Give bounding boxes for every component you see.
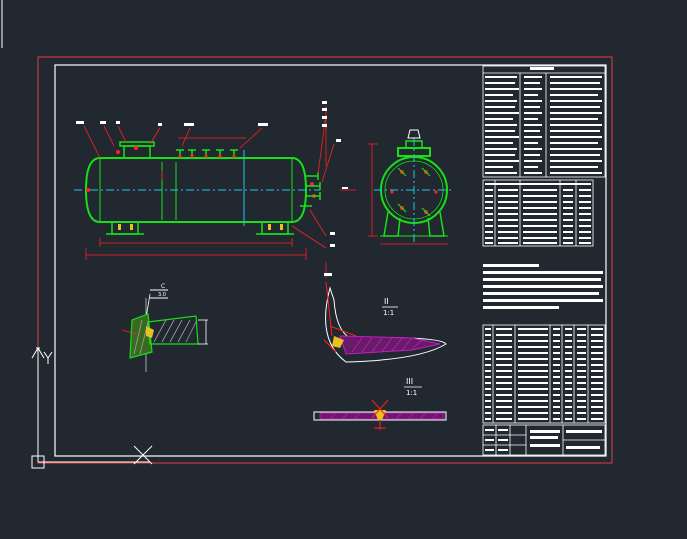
detail-2-label: II	[384, 297, 389, 306]
detail-3-scale: 1:1	[406, 389, 417, 397]
parts-list-table[interactable]	[482, 324, 606, 424]
side-view-dimensions	[368, 143, 448, 245]
front-view-balloons	[76, 101, 348, 276]
detail-3-view[interactable]: III 1:1	[313, 377, 447, 430]
weld-detail-label: C	[161, 283, 165, 290]
parts-list-rows	[485, 328, 603, 420]
detail-2-scale: 1:1	[383, 309, 394, 317]
weld-detail-view[interactable]: C 3.0	[121, 283, 208, 372]
crosshair-icon	[133, 445, 153, 465]
vessel-side-view[interactable]	[374, 129, 454, 244]
detail-2-view[interactable]: II 1:1	[323, 281, 447, 363]
technical-spec-rows	[485, 67, 602, 174]
vessel-front-view[interactable]	[74, 141, 321, 235]
front-view-dimensions	[83, 106, 356, 278]
technical-notes	[483, 264, 603, 309]
title-block[interactable]	[482, 424, 606, 456]
technical-spec-table[interactable]	[482, 65, 606, 178]
ucs-axis-icon	[31, 347, 150, 469]
title-block-text	[485, 429, 602, 451]
nozzle-table[interactable]	[482, 179, 594, 247]
weld-detail-sub: 3.0	[158, 292, 166, 298]
drawing-frame	[54, 64, 607, 457]
sheet-border	[37, 56, 613, 464]
nozzle-table-rows	[485, 183, 591, 244]
detail-3-label: III	[406, 377, 413, 386]
ucs-y-label	[43, 351, 53, 364]
